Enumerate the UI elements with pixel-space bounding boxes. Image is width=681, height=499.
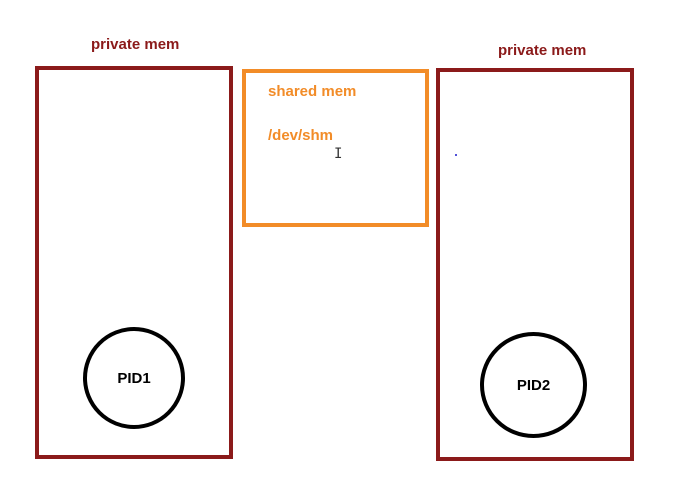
- text-cursor-icon: I: [334, 146, 343, 162]
- pid1-process-circle: PID1: [83, 327, 185, 429]
- dev-shm-path-label: /dev/shm: [268, 127, 334, 144]
- stray-dot: [455, 154, 457, 156]
- left-private-mem-box: [35, 66, 233, 459]
- shared-mem-label: shared mem: [268, 83, 357, 100]
- right-private-mem-box: [436, 68, 634, 461]
- left-private-mem-label: private mem: [91, 36, 180, 53]
- pid2-process-circle: PID2: [480, 332, 587, 438]
- shared-mem-box: [242, 69, 429, 227]
- right-private-mem-label: private mem: [498, 42, 587, 59]
- pid1-label: PID1: [117, 369, 151, 387]
- pid2-label: PID2: [516, 376, 551, 394]
